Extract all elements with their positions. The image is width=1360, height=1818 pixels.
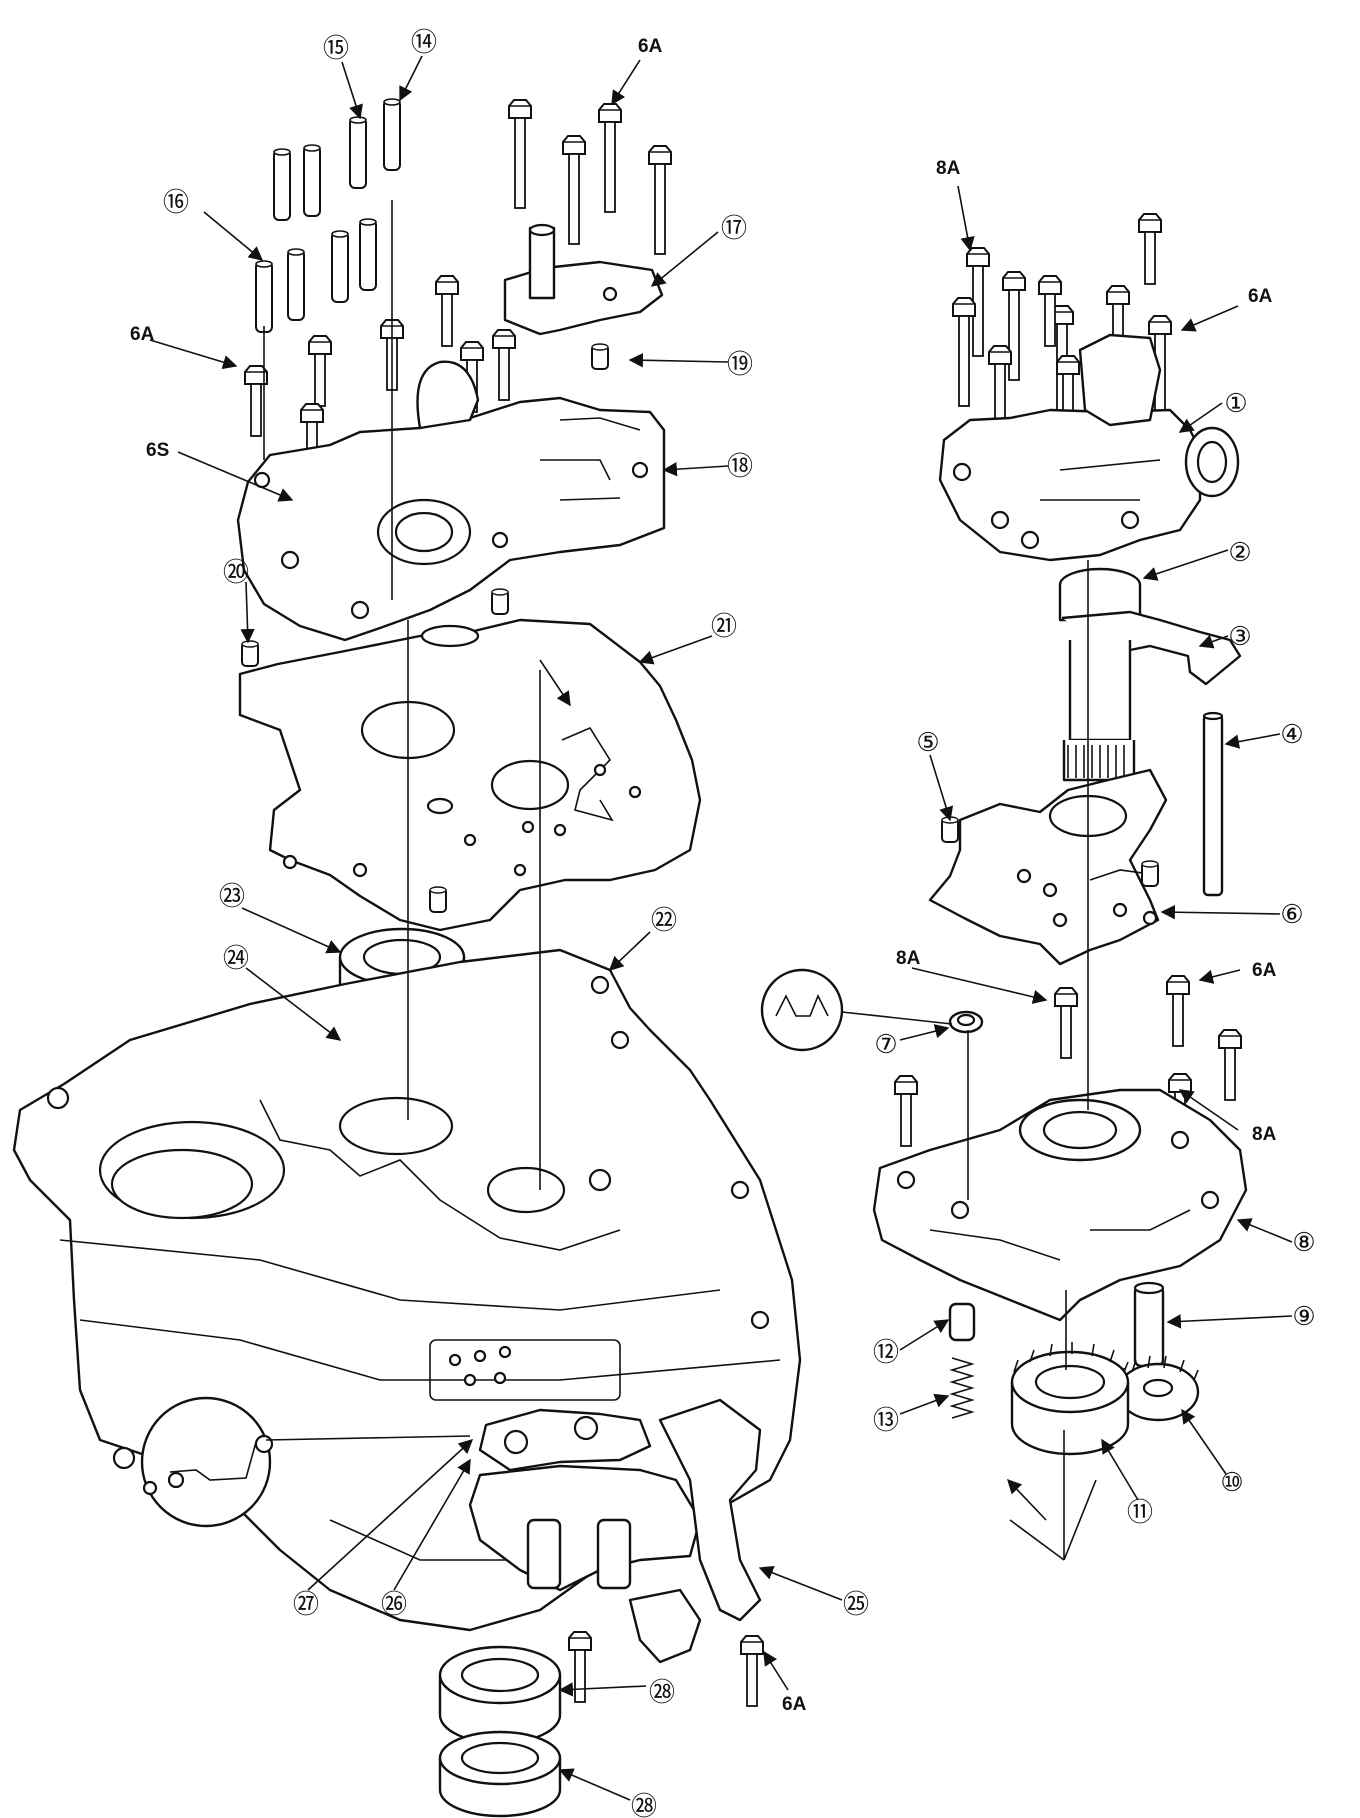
callout-1: ① — [1224, 388, 1247, 418]
callout-24: ㉔ — [223, 943, 249, 973]
assembly-centre-lines — [263, 200, 1097, 1561]
gear-10 — [1116, 1355, 1200, 1422]
callout-22: ㉒ — [651, 905, 677, 935]
shift-solenoid-26 — [468, 1398, 762, 1664]
valve-body-lower-8 — [872, 1088, 1248, 1322]
dowel-19 — [591, 343, 609, 370]
plug-12-spring-13 — [948, 1302, 976, 1419]
callout-14: ⑭ — [411, 27, 437, 57]
detail-inset-right — [760, 968, 953, 1052]
bearing-28-b — [438, 1730, 562, 1818]
callout-15: ⑮ — [323, 33, 349, 63]
dowel-upper-plate — [491, 588, 509, 615]
callout-11: ⑪ — [1127, 1497, 1153, 1527]
callout-10: ⑩ — [1220, 1467, 1243, 1497]
callout-12: ⑫ — [873, 1337, 899, 1367]
detail-inset-left — [140, 1396, 471, 1528]
callout-19: ⑲ — [727, 349, 753, 379]
check-ball-7 — [948, 1010, 984, 1034]
dowel-plate-6 — [1141, 860, 1159, 887]
callout-3: ③ — [1228, 621, 1251, 651]
callout-13: ⑬ — [873, 1405, 899, 1435]
leader-lines — [149, 55, 1293, 1801]
callout-27: ㉗ — [293, 1589, 319, 1619]
dowel-plate-21 — [429, 886, 447, 913]
pin-9 — [1133, 1281, 1165, 1368]
torque-labels: 6A 6A 6S 8A 6A 8A 6A 8A 6A — [130, 36, 1277, 1715]
bearing-28-a — [438, 1645, 562, 1745]
torque-8a-top: 8A — [936, 158, 961, 179]
torque-8a-lower: 8A — [1252, 1124, 1277, 1145]
dowel-20 — [241, 640, 259, 667]
torque-6a-bottom: 6A — [782, 1694, 807, 1715]
callout-2: ② — [1228, 537, 1251, 567]
callout-23: ㉓ — [219, 881, 245, 911]
bolt-6a-lower — [740, 1635, 764, 1707]
callout-16: ⑯ — [163, 187, 189, 217]
callout-9: ⑨ — [1292, 1301, 1315, 1331]
torque-8a-mid: 8A — [896, 948, 921, 969]
callout-4: ④ — [1280, 719, 1303, 749]
torque-6a-mid: 6A — [1252, 960, 1277, 981]
dowel-5 — [941, 816, 959, 843]
torque-6s: 6S — [146, 440, 169, 461]
callout-7: ⑦ — [874, 1029, 897, 1059]
callout-28-b: ㉘ — [631, 1791, 657, 1818]
callout-26: ㉖ — [381, 1589, 407, 1619]
callout-17: ⑰ — [721, 213, 747, 243]
separator-plate-21 — [238, 618, 702, 932]
callout-25: ㉕ — [843, 1589, 869, 1619]
separator-plate-6 — [928, 768, 1168, 966]
torque-6a-left: 6A — [130, 324, 155, 345]
callout-6: ⑥ — [1280, 899, 1303, 929]
torque-6a-top: 6A — [638, 36, 663, 57]
callout-21: ㉑ — [711, 611, 737, 641]
part-number-callouts: ① ② ③ ④ ⑤ ⑥ ⑦ ⑧ ⑨ ⑩ ⑪ ⑫ ⑬ ⑭ ⑮ ⑯ ⑰ ⑲ ⑱ ⑳ … — [163, 27, 1316, 1818]
shaft-2-3 — [1058, 567, 1242, 782]
callout-20: ⑳ — [223, 557, 249, 587]
governor-body-1 — [938, 333, 1240, 562]
torque-6a-right-top: 6A — [1248, 286, 1273, 307]
callout-5: ⑤ — [916, 727, 939, 757]
callout-8: ⑧ — [1292, 1227, 1315, 1257]
valve-body-upper-18 — [236, 360, 666, 642]
callout-18: ⑱ — [727, 451, 753, 481]
bolt-26 — [568, 1631, 592, 1703]
callout-28-a: ㉘ — [649, 1677, 675, 1707]
servo-body-17 — [503, 223, 664, 336]
guide-pin-group-14-15-16 — [255, 98, 401, 333]
rod-4 — [1202, 711, 1224, 897]
gear-11 — [1010, 1342, 1130, 1456]
